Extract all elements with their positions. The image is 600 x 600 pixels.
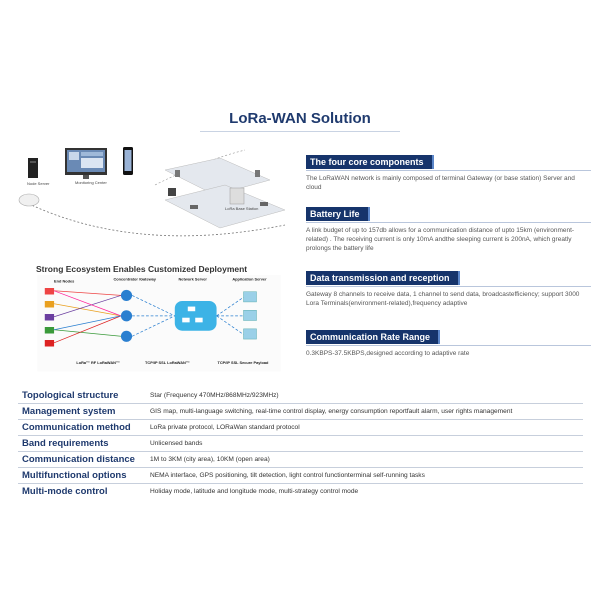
gateway-icon	[18, 193, 40, 207]
end-nodes	[44, 288, 55, 347]
feature-heading: Data transmission and reception	[306, 271, 460, 285]
feature-heading: Communication Rate Range	[306, 330, 441, 344]
spec-label: Multi-mode control	[22, 486, 108, 497]
spec-label: Communication method	[22, 422, 131, 433]
spec-row: Communication method LoRa private protoc…	[18, 420, 583, 436]
spec-value: 1M to 3KM (city area), 10KM (open area)	[150, 456, 270, 463]
feature-divider	[306, 286, 591, 287]
spec-row: Topological structure Star (Frequency 47…	[18, 388, 583, 404]
spec-value: Holiday mode, latitude and longitude mod…	[150, 488, 359, 495]
title-divider	[200, 131, 400, 132]
spec-row: Communication distance 1M to 3KM (city a…	[18, 452, 583, 468]
protocol-label-tcp: TCP/IP SSL LoRaWAN™	[145, 360, 190, 365]
node-server-label: Node Server	[27, 181, 50, 186]
spec-value: LoRa private protocol, LORaWan standard …	[150, 424, 300, 431]
feature-heading: Battery Life	[306, 207, 370, 221]
col-app-server: Application Server	[232, 277, 267, 282]
col-network-server: Network Server	[179, 277, 208, 282]
feature-text: 0.3KBPS-37.5KBPS,designed according to a…	[306, 350, 470, 357]
feature-divider	[306, 222, 591, 223]
city-blocks-icon	[164, 157, 286, 229]
feature-heading: The four core components	[306, 155, 434, 169]
server-icon	[28, 158, 38, 178]
feature-data-transmission: Data transmission and reception Gateway …	[306, 268, 591, 308]
monitoring-center-label: Monitoring Center	[75, 180, 107, 185]
spec-row: Multi-mode control Holiday mode, latitud…	[18, 484, 583, 499]
spec-label: Topological structure	[22, 390, 119, 401]
feature-divider	[306, 345, 591, 346]
application-servers	[243, 291, 257, 340]
spec-label: Management system	[22, 406, 116, 417]
feature-communication-rate: Communication Rate Range 0.3KBPS-37.5KBP…	[306, 327, 591, 358]
col-gateway: Concentrator /Gateway	[114, 277, 157, 282]
network-illustration: Node Server Monitoring Center LoRa Base …	[18, 147, 286, 237]
base-station-label: LoRa Base Station	[225, 206, 258, 211]
feature-battery-life: Battery Life A link budget of up to 157d…	[306, 204, 591, 253]
spec-row: Management system GIS map, multi-languag…	[18, 404, 583, 420]
feature-text: Gateway 8 channels to receive data, 1 ch…	[306, 291, 580, 307]
spec-label: Band requirements	[22, 438, 109, 449]
feature-divider	[306, 170, 591, 171]
col-end-nodes: End Nodes	[54, 278, 74, 283]
network-server-icon	[174, 301, 217, 331]
ecosystem-title: Strong Ecosystem Enables Customized Depl…	[36, 264, 248, 274]
ecosystem-diagram: End Nodes Concentrator /Gateway Network …	[37, 275, 281, 372]
feature-core-components: The four core components The LoRaWAN net…	[306, 152, 591, 192]
page-title: LoRa-WAN Solution	[229, 110, 371, 127]
spec-value: GIS map, multi-language switching, real-…	[150, 408, 513, 415]
feature-text: The LoRaWAN network is mainly composed o…	[306, 175, 575, 191]
spec-row: Band requirements Unlicensed bands	[18, 436, 583, 452]
protocol-label-secure: TCP/IP SSL Secure Payload	[218, 360, 270, 365]
spec-table: Topological structure Star (Frequency 47…	[18, 388, 583, 499]
spec-value: Unlicensed bands	[150, 440, 203, 447]
spec-label: Multifunctional options	[22, 470, 127, 481]
spec-value: NEMA interface, GPS positioning, tilt de…	[150, 472, 425, 479]
spec-row: Multifunctional options NEMA interface, …	[18, 468, 583, 484]
spec-label: Communication distance	[22, 454, 135, 465]
protocol-label-rf: LoRa™ RF LoRaWAN™	[76, 360, 120, 365]
gateway-nodes	[120, 289, 133, 342]
feature-text: A link budget of up to 157db allows for …	[306, 227, 575, 252]
spec-value: Star (Frequency 470MHz/868MHz/923MHz)	[150, 392, 279, 399]
